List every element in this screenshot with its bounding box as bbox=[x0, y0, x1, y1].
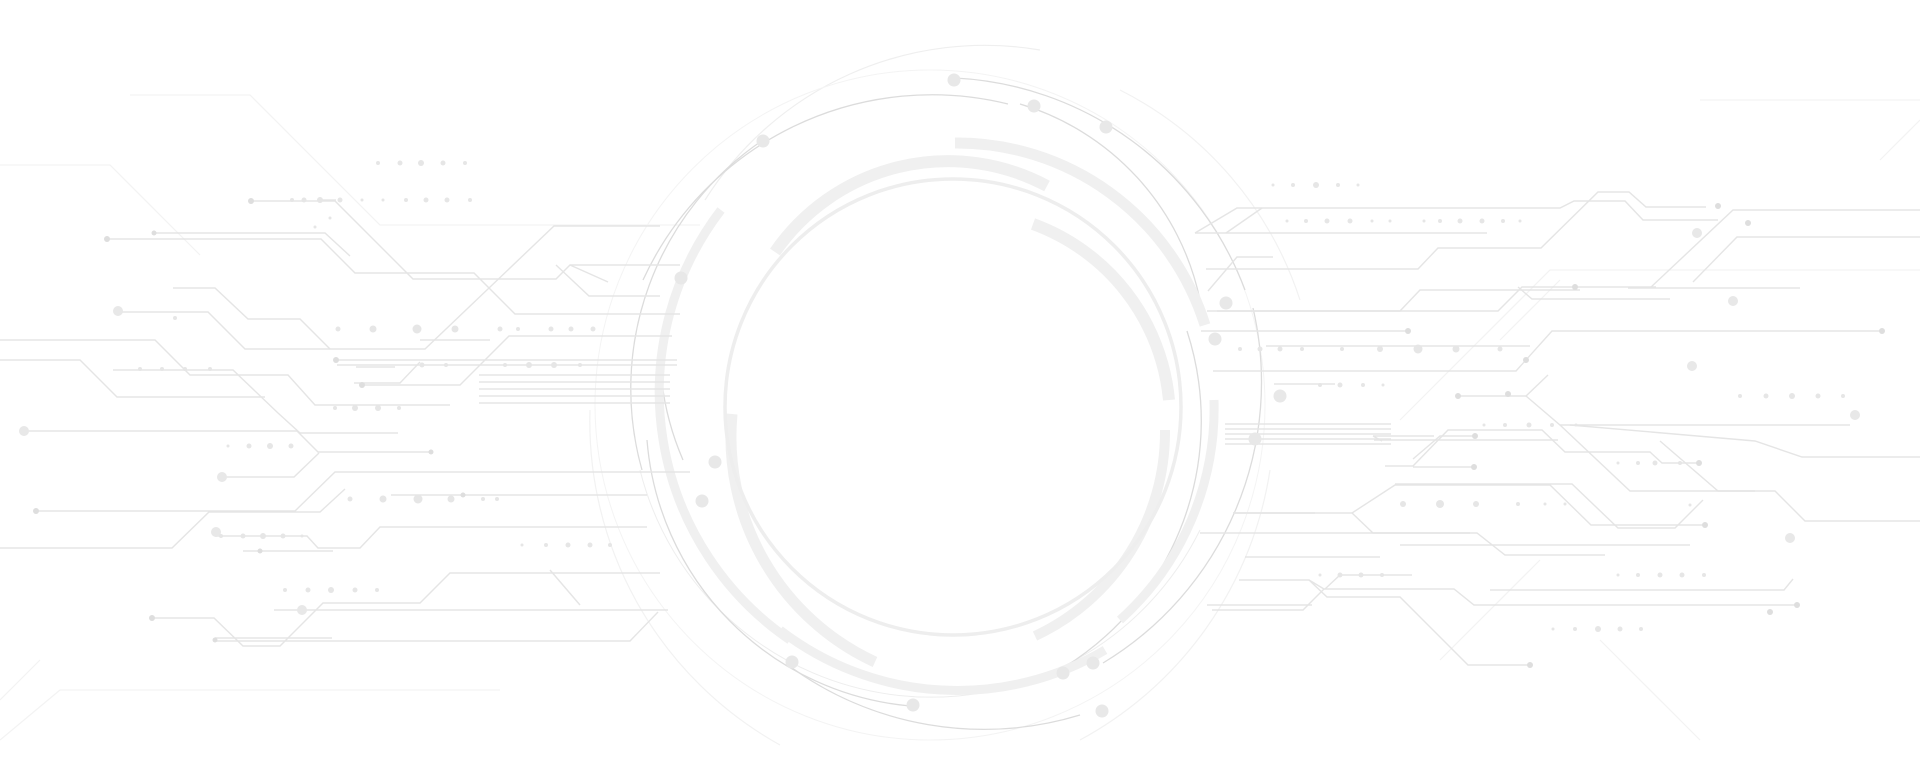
thin-arcs bbox=[630, 77, 1263, 730]
faint-background-lines bbox=[0, 94, 1920, 741]
outer-rings bbox=[589, 44, 1301, 746]
thick-arcs bbox=[654, 137, 1219, 695]
circuit-traces-right bbox=[1194, 191, 1920, 666]
small-dots bbox=[138, 160, 1845, 632]
circuit-traces-left bbox=[0, 199, 690, 647]
inner-ring bbox=[723, 177, 1183, 637]
circuit-nodes bbox=[19, 73, 1860, 718]
endpoint-nodes bbox=[33, 198, 1885, 668]
